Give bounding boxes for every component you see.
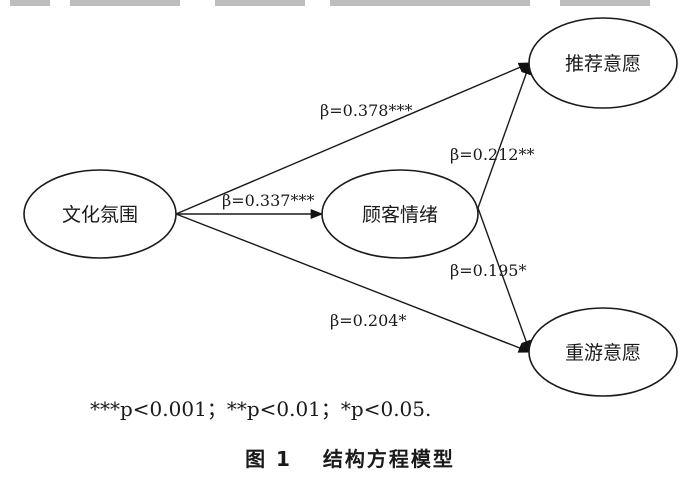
node-revisit-shape bbox=[528, 307, 678, 397]
edge-label-emotion-revisit: β=0.195* bbox=[450, 261, 526, 280]
node-revisit-label: 重游意愿 bbox=[565, 342, 641, 364]
cropped-header-strip bbox=[0, 0, 700, 8]
edge-label-culture-emotion: β=0.337*** bbox=[222, 191, 314, 210]
node-culture-label: 文化氛围 bbox=[62, 204, 138, 226]
node-revisit: 重游意愿 bbox=[528, 307, 678, 397]
node-emotion-label: 顾客情绪 bbox=[362, 204, 438, 226]
edge-culture-to-revisit bbox=[175, 213, 532, 353]
figure-caption: 图 1 结构方程模型 bbox=[245, 447, 455, 471]
node-culture-shape bbox=[23, 169, 177, 259]
edge-label-culture-revisit: β=0.204* bbox=[330, 311, 406, 330]
node-recommend: 推荐意愿 bbox=[528, 17, 678, 109]
edge-culture-to-recommend bbox=[175, 62, 532, 215]
node-recommend-label: 推荐意愿 bbox=[565, 53, 641, 75]
edge-emotion-to-recommend bbox=[477, 61, 531, 209]
edges bbox=[175, 61, 532, 354]
node-culture: 文化氛围 bbox=[23, 169, 177, 259]
node-emotion-shape bbox=[321, 169, 479, 259]
edge-emotion-to-revisit bbox=[477, 207, 531, 354]
edge-label-emotion-recommend: β=0.212** bbox=[450, 145, 534, 164]
significance-footnote: ***p<0.001；**p<0.01；*p<0.05. bbox=[90, 397, 431, 421]
node-recommend-shape bbox=[528, 17, 678, 109]
node-emotion: 顾客情绪 bbox=[321, 169, 479, 259]
edge-label-culture-recommend: β=0.378*** bbox=[320, 101, 412, 120]
